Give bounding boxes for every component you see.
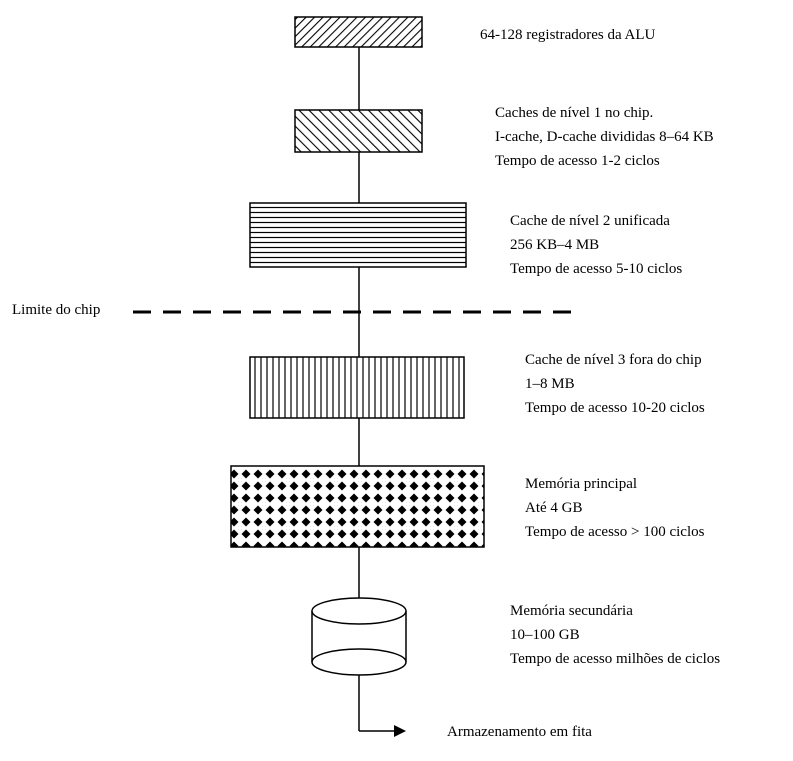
l1-access-time: Tempo de acesso 1-2 ciclos [495, 153, 660, 169]
l2-title: Cache de nível 2 unificada [510, 213, 670, 229]
l3-size: 1–8 MB [525, 376, 575, 392]
l3-cache-box [249, 356, 465, 419]
tape-storage-label: Armazenamento em fita [447, 720, 592, 744]
chip-boundary-text: Limite do chip [12, 302, 101, 318]
l1-cache-box [294, 109, 423, 153]
l1-size: I-cache, D-cache divididas 8–64 KB [495, 129, 714, 145]
l3-title: Cache de nível 3 fora do chip [525, 352, 702, 368]
register-box [294, 16, 423, 48]
l1-title: Caches de nível 1 no chip. [495, 105, 654, 121]
chip-boundary-label: Limite do chip [12, 298, 100, 322]
disk-cylinder-icon [311, 597, 407, 676]
secondary-memory-title: Memória secundária [510, 603, 633, 619]
l2-size: 256 KB–4 MB [510, 237, 600, 253]
arrow-head-icon [394, 725, 406, 737]
l3-access-time: Tempo de acesso 10-20 ciclos [525, 400, 705, 416]
tape-storage-text: Armazenamento em fita [447, 724, 592, 740]
l3-cache-label: Cache de nível 3 fora do chip 1–8 MB Tem… [525, 348, 705, 420]
main-memory-size: Até 4 GB [525, 500, 583, 516]
main-memory-label: Memória principal Até 4 GB Tempo de aces… [525, 472, 704, 544]
l2-cache-label: Cache de nível 2 unificada 256 KB–4 MB T… [510, 209, 682, 281]
secondary-memory-access-time: Tempo de acesso milhões de ciclos [510, 651, 721, 667]
main-memory-box [230, 465, 485, 548]
l2-cache-box [249, 202, 467, 268]
l2-access-time: Tempo de acesso 5-10 ciclos [510, 261, 683, 277]
tape-arrow [359, 725, 406, 737]
l1-cache-label: Caches de nível 1 no chip. I-cache, D-ca… [495, 101, 714, 173]
secondary-memory-label: Memória secundária 10–100 GB Tempo de ac… [510, 599, 720, 671]
register-line: 64-128 registradores da ALU [480, 27, 656, 43]
secondary-memory-size: 10–100 GB [510, 627, 580, 643]
main-memory-title: Memória principal [525, 476, 638, 492]
register-label: 64-128 registradores da ALU [480, 23, 655, 47]
main-memory-access-time: Tempo de acesso > 100 ciclos [525, 524, 705, 540]
